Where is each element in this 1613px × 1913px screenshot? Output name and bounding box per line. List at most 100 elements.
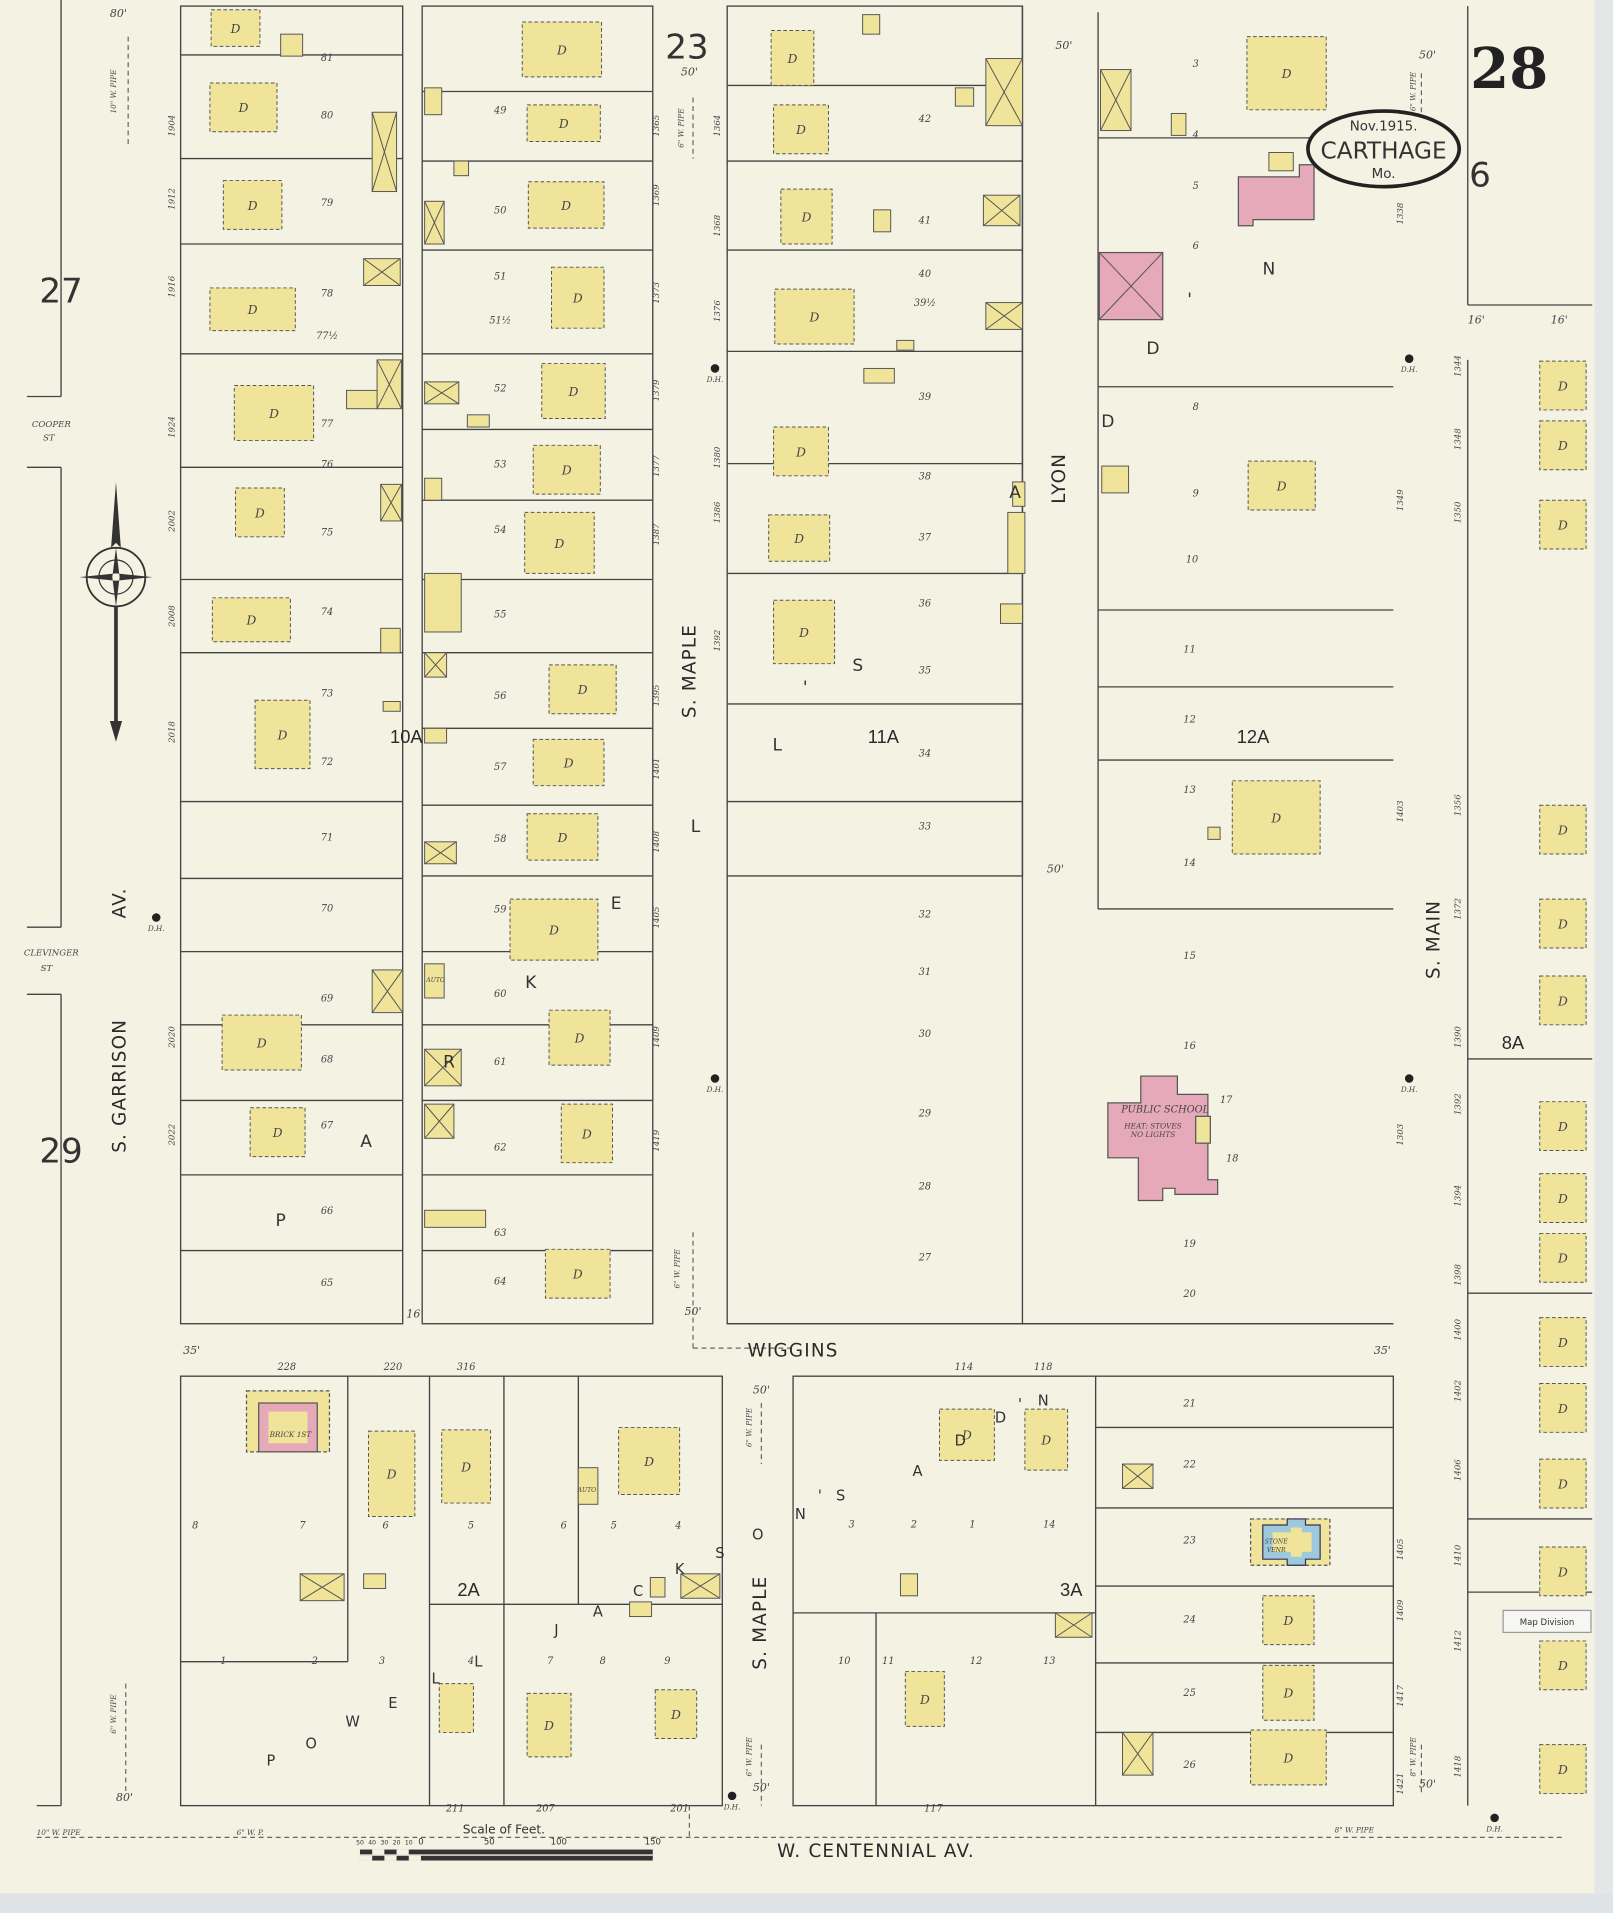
dwelling <box>1262 1664 1315 1721</box>
scale-check <box>359 1855 373 1861</box>
house-number: 1387 <box>652 523 662 545</box>
water-pipe-label: 6" W. PIPE <box>676 108 685 148</box>
block-number: 3A <box>1060 1579 1083 1600</box>
paper <box>0 0 1595 1894</box>
dwelling-label: D <box>1557 379 1568 393</box>
lot-number: 53 <box>494 459 506 470</box>
stamp-date: Nov.1915. <box>1350 120 1418 135</box>
lot-number: 10 <box>1186 554 1198 565</box>
outbuilding <box>424 572 462 633</box>
lot-number: 42 <box>918 114 931 125</box>
dimension-label: 50' <box>685 1305 702 1318</box>
map-division-stamp: Map Division <box>1502 1609 1592 1634</box>
dimension-label: 35' <box>183 1344 200 1357</box>
lot-number: 54 <box>494 525 506 536</box>
school-label: PUBLIC SCHOOL <box>1120 1105 1209 1116</box>
house-number: 1373 <box>652 281 662 303</box>
dwelling-label: D <box>247 199 258 213</box>
street-label-w-centennial: W. CENTENNIAL AV. <box>777 1841 975 1862</box>
dwelling-label: D <box>961 1429 972 1443</box>
scale-tick-label: 30 <box>380 1840 388 1847</box>
dwelling-label: D <box>1283 1614 1294 1628</box>
lot-number: 1 <box>220 1656 226 1667</box>
dwelling <box>654 1689 698 1740</box>
addition-letter: E <box>388 1695 397 1712</box>
water-pipe-label: 6" W. PIPE <box>745 1407 754 1447</box>
open-shed-cross <box>985 302 1023 330</box>
lot-number: 19 <box>1183 1239 1195 1250</box>
lot-number: 39½ <box>914 298 936 309</box>
house-number: 1405 <box>652 907 662 929</box>
house-number: 1369 <box>652 184 662 206</box>
dwelling <box>1539 975 1587 1026</box>
street-label-s-garrison: S. GARRISON <box>110 1019 131 1153</box>
house-number: 1409 <box>1396 1599 1406 1621</box>
lot-number: 21 <box>1182 1399 1195 1410</box>
lot-number: 14 <box>1183 858 1195 869</box>
house-number: 1421 <box>1396 1773 1406 1795</box>
scale-tick-label: 20 <box>393 1840 401 1847</box>
lot-number: 20 <box>1182 1289 1195 1300</box>
outbuilding <box>280 33 304 57</box>
outbuilding <box>1101 465 1130 494</box>
dwelling <box>526 1692 572 1758</box>
house-number: 2002 <box>168 510 178 533</box>
lot-number: 65 <box>321 1278 333 1289</box>
dimension-label: 16' <box>1468 313 1485 326</box>
dwelling <box>1539 804 1587 855</box>
dwelling <box>235 487 285 538</box>
dwelling <box>1539 1546 1587 1597</box>
title-stamp: Nov.1915. CARTHAGE Mo. <box>1306 109 1462 189</box>
dwelling-label: D <box>919 1693 930 1707</box>
water-pipe-label: 6" W. P. <box>237 1828 264 1837</box>
dwelling-label: D <box>809 310 820 324</box>
dwelling-label: D <box>1557 823 1568 837</box>
street-label-cooper: ST <box>43 433 56 443</box>
fire-hydrant-icon <box>1490 1813 1499 1823</box>
dwelling <box>1539 1383 1587 1433</box>
dwelling-label: D <box>581 1127 592 1141</box>
sheet-number: 28 <box>1470 36 1548 102</box>
lot-number: 2 <box>311 1656 318 1667</box>
street-label-cooper: COOPER <box>32 420 71 430</box>
outbuilding <box>424 1209 487 1228</box>
house-number: 1368 <box>713 214 723 236</box>
lot-number: 7 <box>300 1521 307 1532</box>
dwelling <box>560 1103 614 1164</box>
lot-number: 5 <box>611 1521 617 1532</box>
street-label-s-main: S. MAIN <box>1424 900 1445 979</box>
dimension-label: 50' <box>681 66 698 79</box>
lot-number: 4 <box>1192 130 1199 141</box>
dimension-label: 50' <box>1055 39 1072 52</box>
dwelling <box>551 266 605 329</box>
outbuilding <box>380 627 401 654</box>
dwelling <box>774 288 855 345</box>
dwelling-label: D <box>1557 1565 1568 1579</box>
block-outline <box>421 5 654 1325</box>
lot-number: 60 <box>494 989 506 1000</box>
dwelling-label: D <box>572 1268 583 1282</box>
block-number: 10A <box>390 726 423 747</box>
lot-number: 28 <box>918 1182 931 1193</box>
dwelling-label: D <box>574 1032 585 1046</box>
addition-letter: O <box>752 1527 764 1544</box>
lot-number: 55 <box>494 609 506 620</box>
open-shed-cross <box>424 1103 455 1139</box>
house-number: 1380 <box>713 446 723 468</box>
dwelling <box>233 385 315 441</box>
dimension-label: 50' <box>753 1383 770 1396</box>
lot-number: 6 <box>1193 241 1199 252</box>
street-label-av: AV. <box>110 887 131 918</box>
addition-letter: E <box>611 894 622 914</box>
outbuilding <box>424 727 448 744</box>
addition-letter: ' <box>803 678 808 698</box>
paper-edge-right <box>1594 0 1613 1913</box>
house-number: 1392 <box>1453 1093 1463 1115</box>
lot-number: 7 <box>547 1656 554 1667</box>
dwelling <box>1539 360 1587 411</box>
outbuilding <box>382 701 401 712</box>
lot-number: 14 <box>1043 1519 1055 1530</box>
dwelling <box>1024 1408 1069 1471</box>
lot-number: 72 <box>321 757 333 768</box>
lot-number: 67 <box>321 1121 334 1132</box>
